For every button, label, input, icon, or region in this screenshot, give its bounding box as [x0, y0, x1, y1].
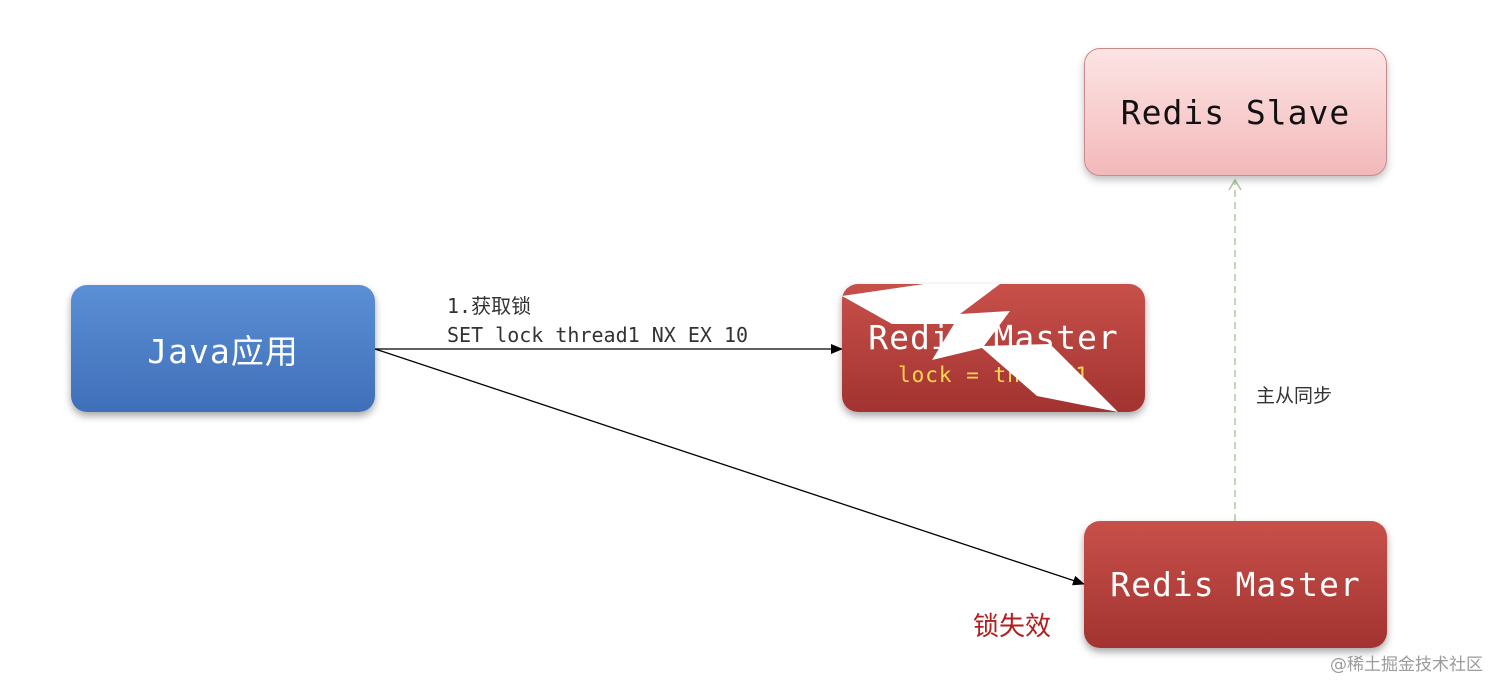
watermark-text: @稀土掘金技术社区	[1330, 655, 1483, 675]
acquire-lock-step: 1.获取锁	[447, 294, 532, 318]
redis-slave-node[interactable]: Redis Slave	[1084, 48, 1387, 176]
master-slave-sync-label: 主从同步	[1256, 385, 1333, 407]
redis-master-node-failed[interactable]: Redis Master lock = thread1	[842, 284, 1145, 412]
redis-slave-label: Redis Slave	[1120, 92, 1351, 132]
sync-arrowhead	[1228, 178, 1242, 191]
arrow-java-to-master-bottom	[374, 348, 1085, 586]
acquire-lock-command: SET lock thread1 NX EX 10	[447, 323, 749, 347]
lock-failure-label: 锁失效	[973, 612, 1052, 642]
java-app-node[interactable]: Java应用	[71, 285, 375, 412]
java-app-label: Java应用	[147, 331, 299, 371]
acquire-lock-label: 1.获取锁 SET lock thread1 NX EX 10	[447, 292, 748, 350]
redis-master-label: Redis Master	[1110, 565, 1361, 604]
redis-master-node-new[interactable]: Redis Master	[1084, 521, 1387, 648]
lightning-bolt-icon	[842, 284, 1118, 412]
